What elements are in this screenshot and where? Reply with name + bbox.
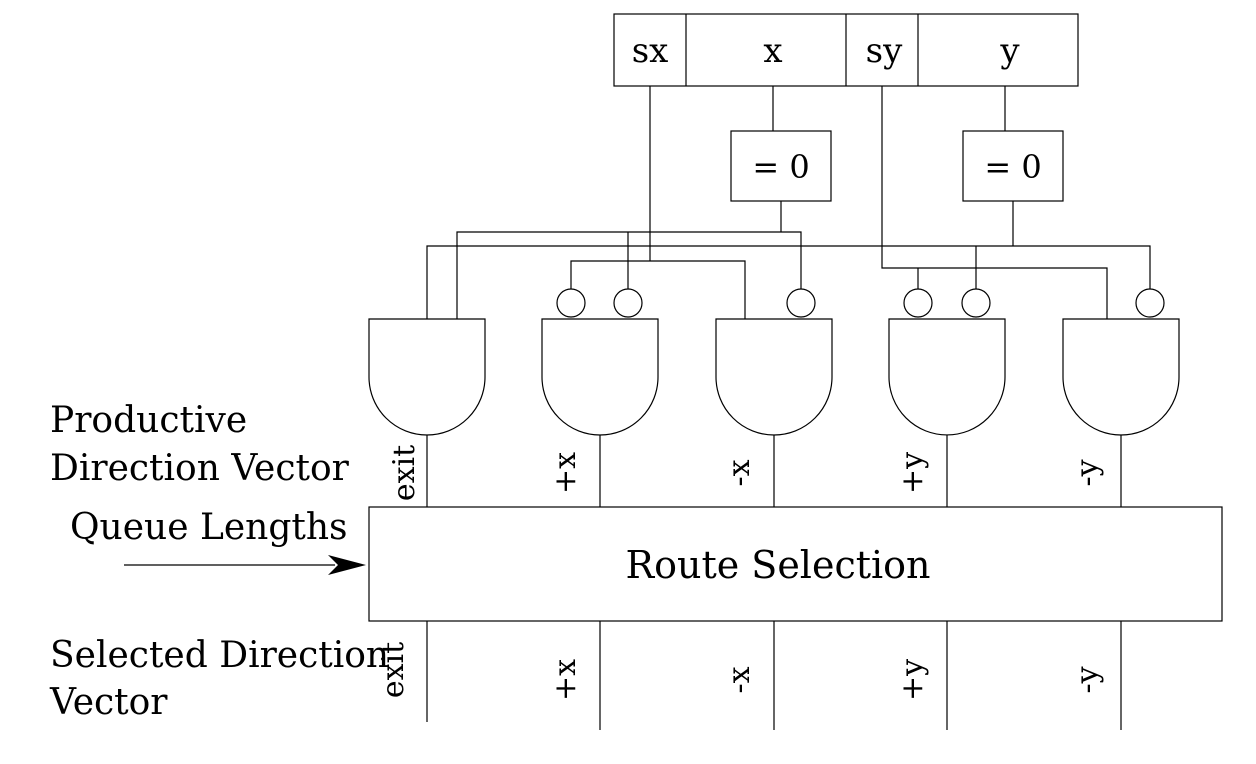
- inverter-bubble: [903, 288, 933, 318]
- and-gate-plus-x: [541, 318, 659, 436]
- productive-vector-lines: [426, 435, 1122, 507]
- productive-label-line1: Productive: [50, 400, 247, 441]
- wire-sx-bus: [570, 260, 746, 319]
- field-sy: sy: [866, 31, 903, 71]
- and-gates: [368, 318, 1180, 436]
- inverter-bubble: [786, 288, 816, 318]
- field-y: y: [999, 31, 1020, 71]
- selected-label-plus-x: +x: [548, 659, 583, 701]
- productive-label-plus-y: +y: [895, 452, 930, 494]
- selected-label-minus-y: -y: [1070, 666, 1105, 693]
- field-x: x: [763, 31, 782, 71]
- inverter-bubble: [556, 288, 586, 318]
- productive-label-line2: Direction Vector: [50, 448, 350, 489]
- y-zero-comparator: [962, 130, 1064, 202]
- zero-comparators: = 0 = 0: [730, 130, 1064, 202]
- arrowhead-icon: [328, 555, 366, 575]
- productive-label-plus-x: +x: [548, 452, 583, 494]
- selected-label-minus-x: -x: [722, 666, 757, 693]
- productive-label-minus-x: -x: [722, 459, 757, 486]
- and-gate-exit: [368, 318, 486, 436]
- side-labels: Productive Direction Vector Queue Length…: [49, 400, 389, 723]
- productive-label-exit: exit: [387, 445, 422, 501]
- route-selection-box: [368, 506, 1223, 622]
- inverter-bubbles: [556, 288, 1165, 318]
- selected-label-line1: Selected Direction: [50, 635, 389, 676]
- wire-xzero-bus: [456, 231, 802, 319]
- queue-lengths-input: [124, 555, 366, 575]
- field-sx: sx: [632, 31, 669, 71]
- signal-wires: [426, 86, 1151, 319]
- selected-vector-labels: exit +x -x +y -y: [376, 642, 1105, 701]
- and-gate-plus-y: [888, 318, 1006, 436]
- selected-label-line2: Vector: [49, 682, 168, 723]
- selected-vector-lines: [426, 621, 1122, 730]
- queue-lengths-label: Queue Lengths: [70, 507, 348, 548]
- x-zero-label: = 0: [752, 148, 809, 186]
- inverter-bubble: [1135, 288, 1165, 318]
- inverter-bubble: [613, 288, 643, 318]
- wire-yzero-bus: [426, 245, 1151, 319]
- inverter-bubble: [961, 288, 991, 318]
- wire-sy-bus: [881, 86, 1108, 319]
- selected-label-exit: exit: [376, 642, 411, 698]
- productive-vector-labels: exit +x -x +y -y: [387, 445, 1105, 501]
- route-selection-block: Route Selection: [368, 506, 1223, 622]
- coordinate-register: sx x sy y: [613, 13, 1079, 87]
- and-gate-minus-x: [715, 318, 833, 436]
- and-gate-minus-y: [1062, 318, 1180, 436]
- y-zero-label: = 0: [984, 148, 1041, 186]
- route-selection-label: Route Selection: [625, 543, 930, 587]
- x-zero-comparator: [730, 130, 832, 202]
- productive-label-minus-y: -y: [1070, 459, 1105, 486]
- selected-label-plus-y: +y: [895, 659, 930, 701]
